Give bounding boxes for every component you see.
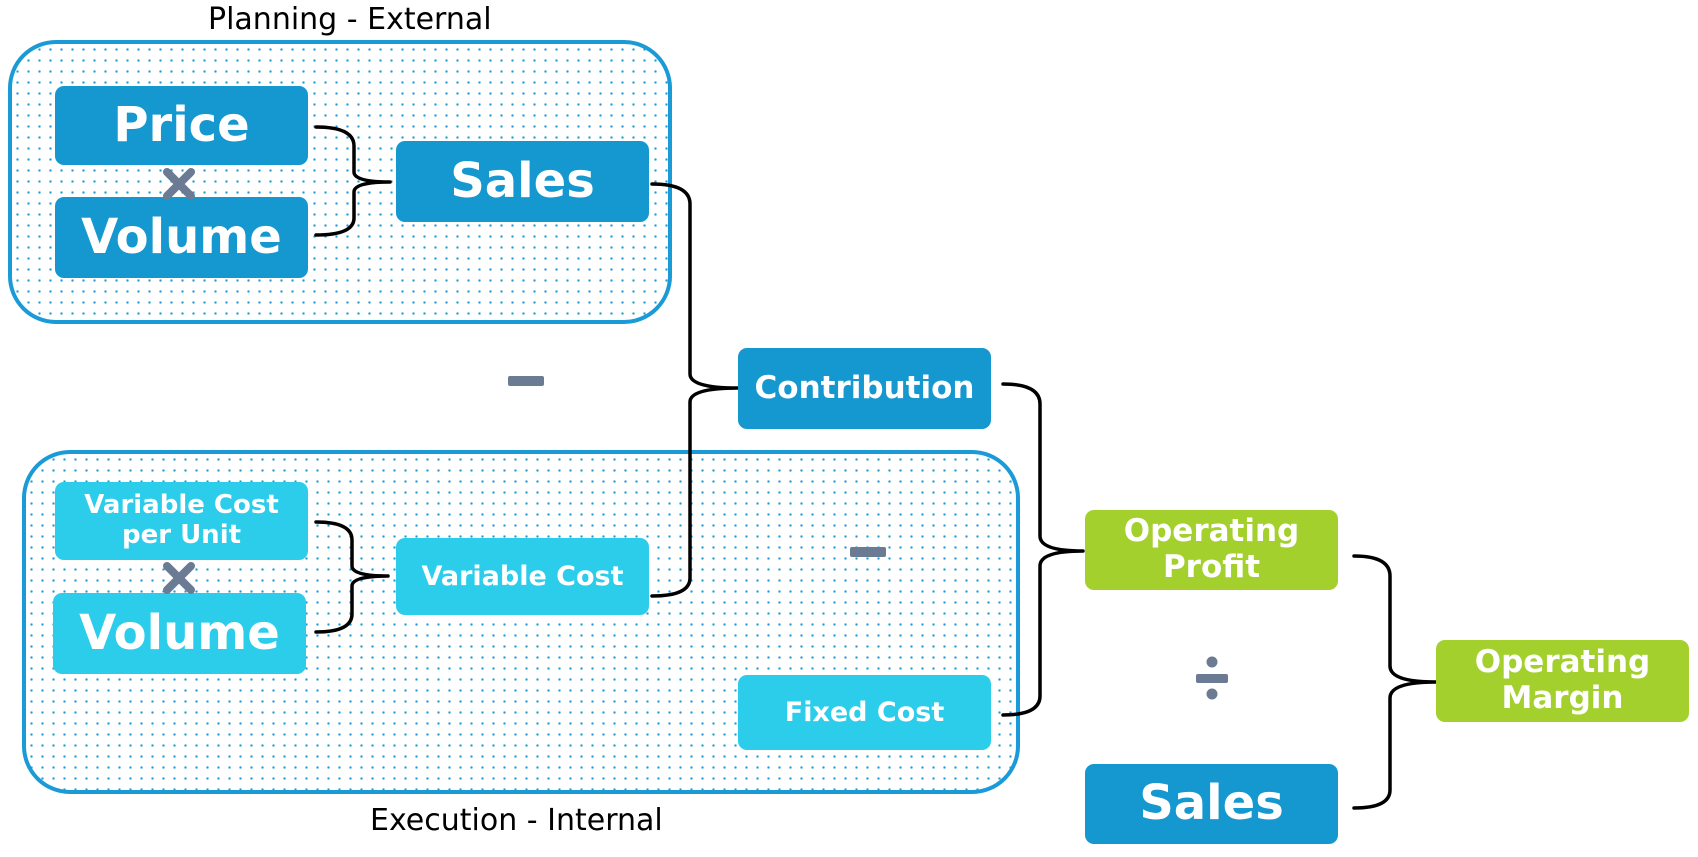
planning-group-label: Planning - External: [208, 2, 492, 37]
operating-profit-box: Operating Profit: [1085, 510, 1338, 590]
sales-top-box: Sales: [396, 141, 649, 222]
fixed-cost-box: Fixed Cost: [738, 675, 991, 750]
multiply-top-icon: [163, 168, 195, 200]
execution-group-label: Execution - Internal: [370, 803, 663, 838]
operating-margin-box: Operating Margin: [1436, 640, 1689, 722]
variable-cost-box: Variable Cost: [396, 538, 649, 615]
variable-cost-per-unit-box: Variable Cost per Unit: [55, 482, 308, 560]
contribution-box: Contribution: [738, 348, 991, 429]
divide-icon: [1196, 656, 1228, 700]
minus-left-icon: [508, 376, 544, 386]
volume-bottom-box: Volume: [53, 593, 306, 674]
volume-top-box: Volume: [55, 197, 308, 278]
price-box: Price: [55, 86, 308, 165]
minus-right-icon: [850, 547, 886, 557]
multiply-bottom-icon: [163, 562, 195, 594]
sales-bottom-box: Sales: [1085, 764, 1338, 844]
brace-operatingprofit-sales-to-operatingmargin: [1352, 554, 1438, 810]
